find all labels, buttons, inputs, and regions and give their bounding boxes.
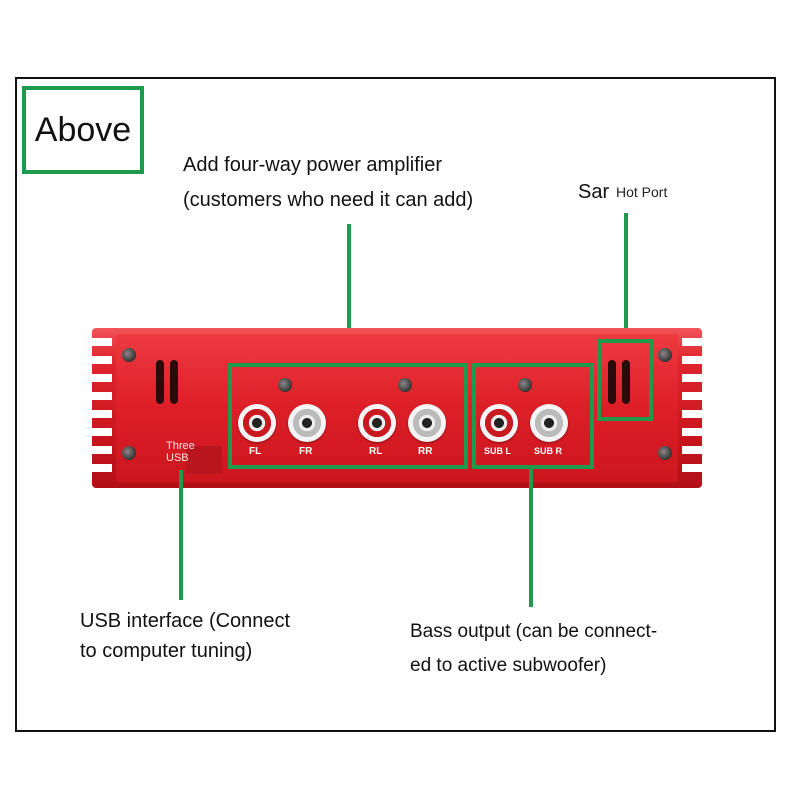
- above-badge-text: Above: [34, 110, 132, 149]
- usb-annotation-line2: to computer tuning): [80, 640, 253, 662]
- bass-pointer-line: [529, 469, 533, 607]
- usb-label-line2: USB: [166, 452, 189, 464]
- screw-icon: [278, 378, 292, 392]
- vent-slot: [170, 360, 178, 404]
- screw-icon: [518, 378, 532, 392]
- screw-icon: [398, 378, 412, 392]
- amplifier-pointer-line: [347, 224, 351, 364]
- screw-icon: [658, 446, 672, 460]
- rca-sub-l-jack[interactable]: [480, 404, 518, 442]
- above-badge: Above: [22, 86, 144, 174]
- vent-slot: [156, 360, 164, 404]
- hot-port-highlight: [597, 339, 653, 421]
- hot-port-label: Hot Port: [614, 184, 670, 200]
- right-heat-fins: [682, 338, 702, 478]
- left-heat-fins: [92, 338, 112, 478]
- rca-label-fr: FR: [299, 446, 313, 457]
- amplifier-annotation-line2: (customers who need it can add): [183, 189, 474, 211]
- usb-label-line1: Three: [166, 440, 195, 452]
- bass-annotation-line2: ed to active subwoofer): [410, 655, 607, 676]
- rca-fl-jack[interactable]: [238, 404, 276, 442]
- rca-label-sub-r: SUB R: [534, 446, 563, 456]
- hot-port-pointer-line: [624, 213, 628, 343]
- rca-rr-jack[interactable]: [408, 404, 446, 442]
- rca-label-rr: RR: [418, 446, 433, 457]
- image-frame: [15, 77, 776, 732]
- amplifier-annotation-line1: Add four-way power amplifier: [183, 154, 442, 176]
- rca-label-sub-l: SUB L: [484, 446, 511, 456]
- bass-output-highlight: [472, 363, 594, 469]
- screw-icon: [122, 348, 136, 362]
- front-panel: Three USB FL FR RL RR SUB L SUB R: [116, 334, 678, 482]
- rca-sub-r-jack[interactable]: [530, 404, 568, 442]
- bass-annotation-line1: Bass output (can be connect-: [410, 621, 658, 642]
- usb-port[interactable]: [186, 446, 222, 474]
- hot-port-prefix: Sar: [578, 181, 610, 203]
- four-way-output-highlight: [228, 363, 468, 469]
- rca-label-fl: FL: [249, 446, 262, 457]
- usb-annotation-line1: USB interface (Connect: [80, 610, 291, 632]
- hot-port-slot: [608, 360, 616, 404]
- screw-icon: [122, 446, 136, 460]
- rca-fr-jack[interactable]: [288, 404, 326, 442]
- usb-pointer-line: [179, 470, 183, 600]
- rca-label-rl: RL: [369, 446, 383, 457]
- rca-rl-jack[interactable]: [358, 404, 396, 442]
- hot-port-slot: [622, 360, 630, 404]
- screw-icon: [658, 348, 672, 362]
